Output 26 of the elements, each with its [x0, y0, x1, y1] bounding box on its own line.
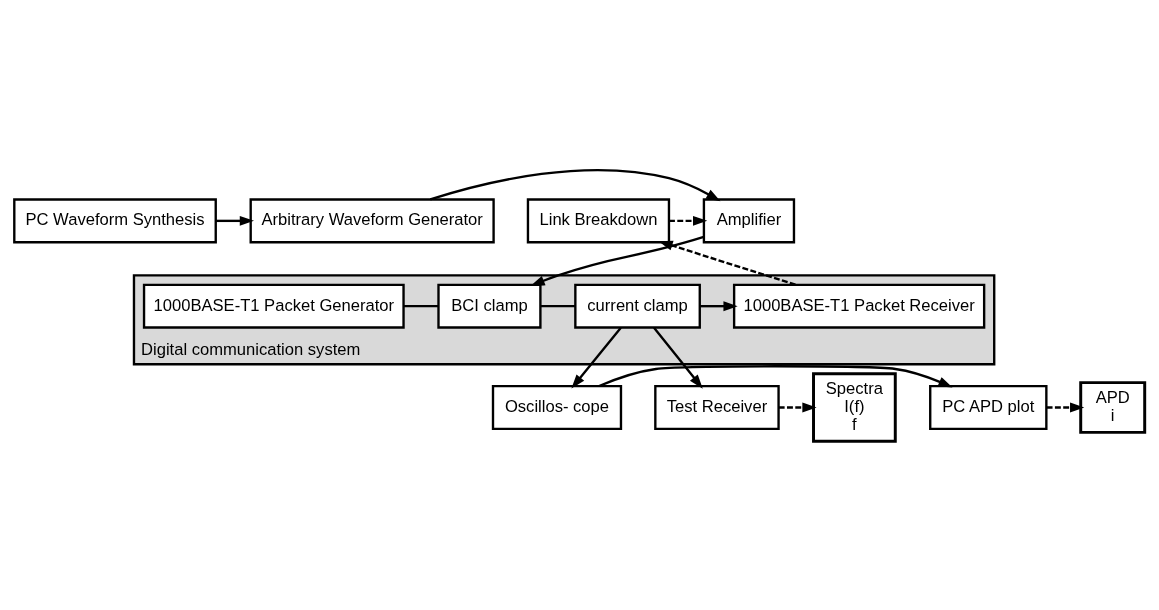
- arrow: [669, 215, 708, 226]
- arrow: [215, 215, 254, 226]
- node-box: Amplifier: [702, 197, 796, 243]
- node-box: current clamp: [574, 283, 701, 329]
- arrow: [571, 326, 622, 389]
- node-box: Arbitrary Waveform Generator: [249, 197, 495, 243]
- node-box: Link Breakdown: [526, 197, 671, 243]
- arrow: [699, 300, 738, 311]
- node-box: Test Receiver: [654, 384, 780, 430]
- arrow: [598, 364, 953, 388]
- connector: [540, 304, 576, 307]
- node-box: PC Waveform Synthesis: [13, 197, 217, 243]
- connector: [403, 304, 439, 307]
- arrow: [530, 235, 705, 286]
- arrow: [653, 326, 703, 389]
- node-box: BCI clamp: [437, 283, 542, 329]
- arrow: [429, 168, 721, 201]
- node-box: Oscillos- cope: [491, 384, 623, 430]
- node-box: 1000BASE-T1 Packet Generator: [142, 283, 405, 329]
- node-box: PC APD plot: [929, 384, 1048, 430]
- arrow: [778, 402, 817, 412]
- node-box: APD i: [1079, 380, 1147, 434]
- node-box: Spectra I(f) f: [812, 371, 897, 443]
- node-box: 1000BASE-T1 Packet Receiver: [732, 283, 986, 329]
- arrow: [658, 240, 796, 286]
- arrow: [1046, 402, 1085, 412]
